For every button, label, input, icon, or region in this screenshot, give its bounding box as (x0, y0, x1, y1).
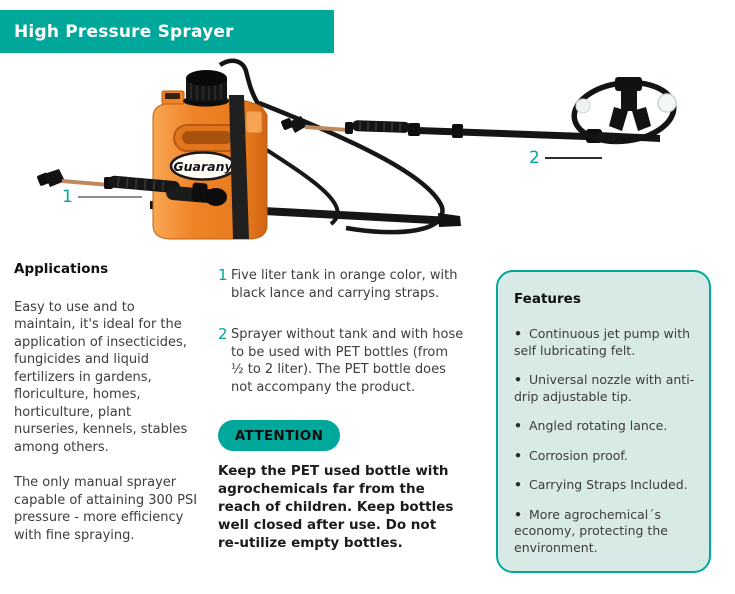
applications-section: Applications Easy to use and to maintain… (14, 261, 198, 562)
bullet-icon: • (514, 418, 522, 433)
applications-paragraph-2: The only manual sprayer capable of attai… (14, 475, 198, 543)
bullet-icon: • (514, 372, 522, 387)
feature-item-6: •More agrochemical´s economy, protecting… (514, 506, 668, 555)
callout-1: 1 (62, 187, 142, 207)
variant-item-2: 2 Sprayer without tank and with hose to … (218, 326, 464, 396)
callout-1-line (77, 196, 142, 198)
sprayer-illustration: Guarany (37, 58, 677, 240)
bullet-icon: • (514, 477, 522, 492)
pump-knob (205, 188, 227, 206)
variant-2-number: 2 (218, 325, 228, 343)
features-heading: Features (514, 291, 581, 307)
attention-badge: ATTENTION (218, 420, 340, 451)
bullet-icon: • (514, 326, 522, 341)
page-title: High Pressure Sprayer (14, 21, 234, 42)
tank-side-tab (245, 110, 263, 134)
bullet-icon: • (514, 506, 522, 522)
page-title-bar: High Pressure Sprayer (0, 10, 334, 53)
hose-lance (281, 77, 677, 145)
tank-lance (37, 169, 227, 206)
product-figure: Guarany (0, 55, 735, 260)
variant-item-1: 1 Five liter tank in orange color, with … (218, 267, 464, 302)
feature-item-3: •Angled rotating lance. (514, 418, 668, 433)
hose-clip (575, 98, 591, 114)
callout-2-number: 2 (529, 148, 540, 168)
callout-2-line (544, 157, 602, 159)
attention-text: Keep the PET used bottle with agrochemic… (218, 463, 454, 551)
nozzle-tip-2 (281, 118, 293, 130)
feature-item-5: •Carrying Straps Included. (514, 477, 688, 492)
trigger-handle (609, 77, 651, 131)
features-box: Features •Continuous jet pump with self … (496, 270, 711, 573)
variant-1-number: 1 (218, 266, 228, 284)
bullet-icon: • (514, 447, 522, 463)
applications-paragraph-1: Easy to use and to maintain, it's ideal … (14, 299, 188, 455)
variant-1-text: Five liter tank in orange color, with bl… (231, 268, 458, 301)
attention-badge-label: ATTENTION (234, 427, 324, 444)
applications-heading: Applications (14, 261, 109, 277)
brand-logo-text: Guarany (173, 159, 233, 174)
feature-item-4: •Corrosion proof. (514, 447, 628, 463)
feature-item-2: •Universal nozzle with anti-drip adjusta… (514, 372, 695, 404)
product-variants-section: 1 Five liter tank in orange color, with … (218, 267, 464, 552)
vertical-strap (229, 95, 249, 239)
callout-2: 2 (529, 148, 602, 168)
feature-item-1: •Continuous jet pump with self lubricati… (514, 326, 691, 358)
hose-fitting (657, 93, 677, 113)
callout-1-number: 1 (62, 187, 73, 207)
variant-2-text: Sprayer without tank and with hose to be… (231, 327, 464, 395)
orange-tank: Guarany (152, 90, 268, 240)
tank-cap (183, 70, 229, 107)
